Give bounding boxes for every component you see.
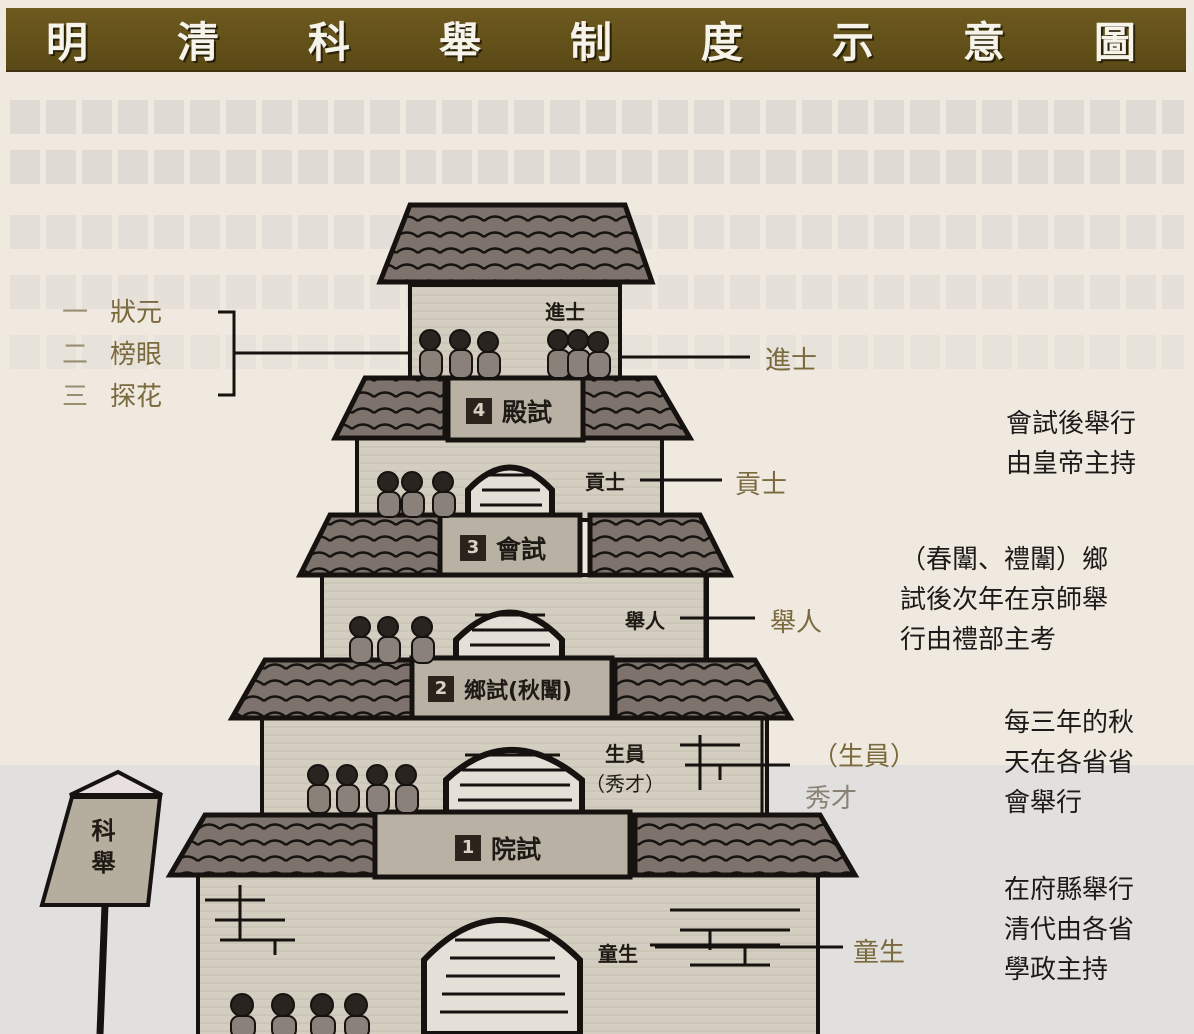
description-line: 試後次年在京師舉 [900, 585, 1109, 615]
inside-sublabel-xiucai: （秀才） [585, 772, 665, 796]
ranking-list: 一狀元 二榜眼 三探花 [62, 292, 162, 418]
inside-label-shengyuan: 生員 [605, 742, 645, 766]
plaque-level-3: 3 會試 [460, 530, 546, 566]
title-char: 示 [831, 17, 874, 67]
description-line: 會舉行 [1004, 788, 1083, 818]
ghost-text-row [10, 150, 1184, 184]
description-line: 行由禮部主考 [900, 625, 1057, 655]
exam-name: 殿試 [502, 398, 553, 427]
plaque-level-1: 1 院試 [455, 830, 541, 866]
description-level-2: 每三年的秋 天在各省省 會舉行 [1004, 703, 1134, 823]
level-number-badge: 4 [466, 398, 492, 424]
inside-label-jinshi: 進士 [545, 300, 585, 324]
outside-sublabel-xiucai: 秀才 [805, 784, 858, 814]
description-level-1: 在府縣舉行 清代由各省 學政主持 [1004, 870, 1134, 990]
title-char: 意 [962, 17, 1005, 67]
ranking-item-2: 二榜眼 [62, 334, 162, 376]
ranking-order: 一 [62, 298, 89, 328]
flag-label: 科舉 [87, 818, 115, 882]
title-char: 制 [569, 17, 612, 67]
keju-flag [39, 769, 163, 1034]
inside-label-juren: 舉人 [625, 609, 665, 633]
connector-lines [218, 310, 843, 1034]
title-char: 清 [176, 17, 219, 67]
title-char: 舉 [438, 17, 481, 67]
scholar-figures [230, 329, 611, 1034]
description-line: 由皇帝主持 [1006, 449, 1137, 479]
description-line: 天在各省省 [1004, 748, 1135, 778]
ranking-item-1: 一狀元 [62, 292, 162, 334]
outside-label-tongsheng: 童生 [853, 938, 906, 968]
ranking-title: 探花 [110, 382, 163, 412]
exam-name: 院試 [491, 835, 542, 864]
exam-name: 會試 [496, 535, 547, 564]
inside-label-tongsheng: 童生 [598, 942, 638, 966]
description-line: 清代由各省 [1004, 915, 1135, 945]
rank-bracket [218, 310, 236, 397]
figures-level-3 [377, 471, 456, 518]
ranking-title: 榜眼 [110, 340, 163, 370]
ghost-text-row [10, 100, 1184, 134]
level-number-badge: 2 [428, 676, 454, 702]
ranking-order: 三 [62, 382, 89, 412]
ranking-title: 狀元 [110, 298, 163, 328]
outside-label-gongshi: 貢士 [735, 470, 788, 500]
title-banner: 明 清 科 舉 制 度 示 意 圖 [6, 8, 1186, 72]
description-line: 在府縣舉行 [1004, 875, 1135, 905]
description-line: 每三年的秋 [1004, 708, 1135, 738]
figures-level-1 [307, 764, 419, 814]
level-number-badge: 3 [460, 535, 486, 561]
description-level-4: 會試後舉行 由皇帝主持 [1006, 404, 1136, 484]
plaque-level-4: 4 殿試 [466, 393, 552, 429]
outside-label-shengyuan: （生員） [812, 742, 917, 772]
figures-level-2 [349, 616, 435, 664]
title-char: 圖 [1093, 17, 1136, 67]
description-line: 學政主持 [1004, 955, 1109, 985]
figures-base [230, 993, 370, 1034]
ranking-order: 二 [62, 340, 89, 370]
level-number-badge: 1 [455, 835, 481, 861]
inside-label-gongshi: 貢士 [585, 470, 625, 494]
description-level-3: （春闈、禮闈）鄉 試後次年在京師舉 行由禮部主考 [900, 540, 1108, 660]
title-char: 科 [307, 17, 350, 67]
description-line: 會試後舉行 [1006, 409, 1137, 439]
exam-name: 鄉試(秋闈) [464, 679, 573, 704]
title-char: 度 [700, 17, 743, 67]
ranking-item-3: 三探花 [62, 376, 162, 418]
title-char: 明 [46, 17, 89, 67]
description-line: （春闈、禮闈）鄉 [900, 545, 1109, 575]
outside-label-jinshi: 進士 [765, 346, 818, 376]
plaque-level-2: 2 鄉試(秋闈) [428, 673, 572, 705]
figures-level-4 [419, 329, 611, 379]
outside-label-juren: 舉人 [770, 608, 823, 638]
